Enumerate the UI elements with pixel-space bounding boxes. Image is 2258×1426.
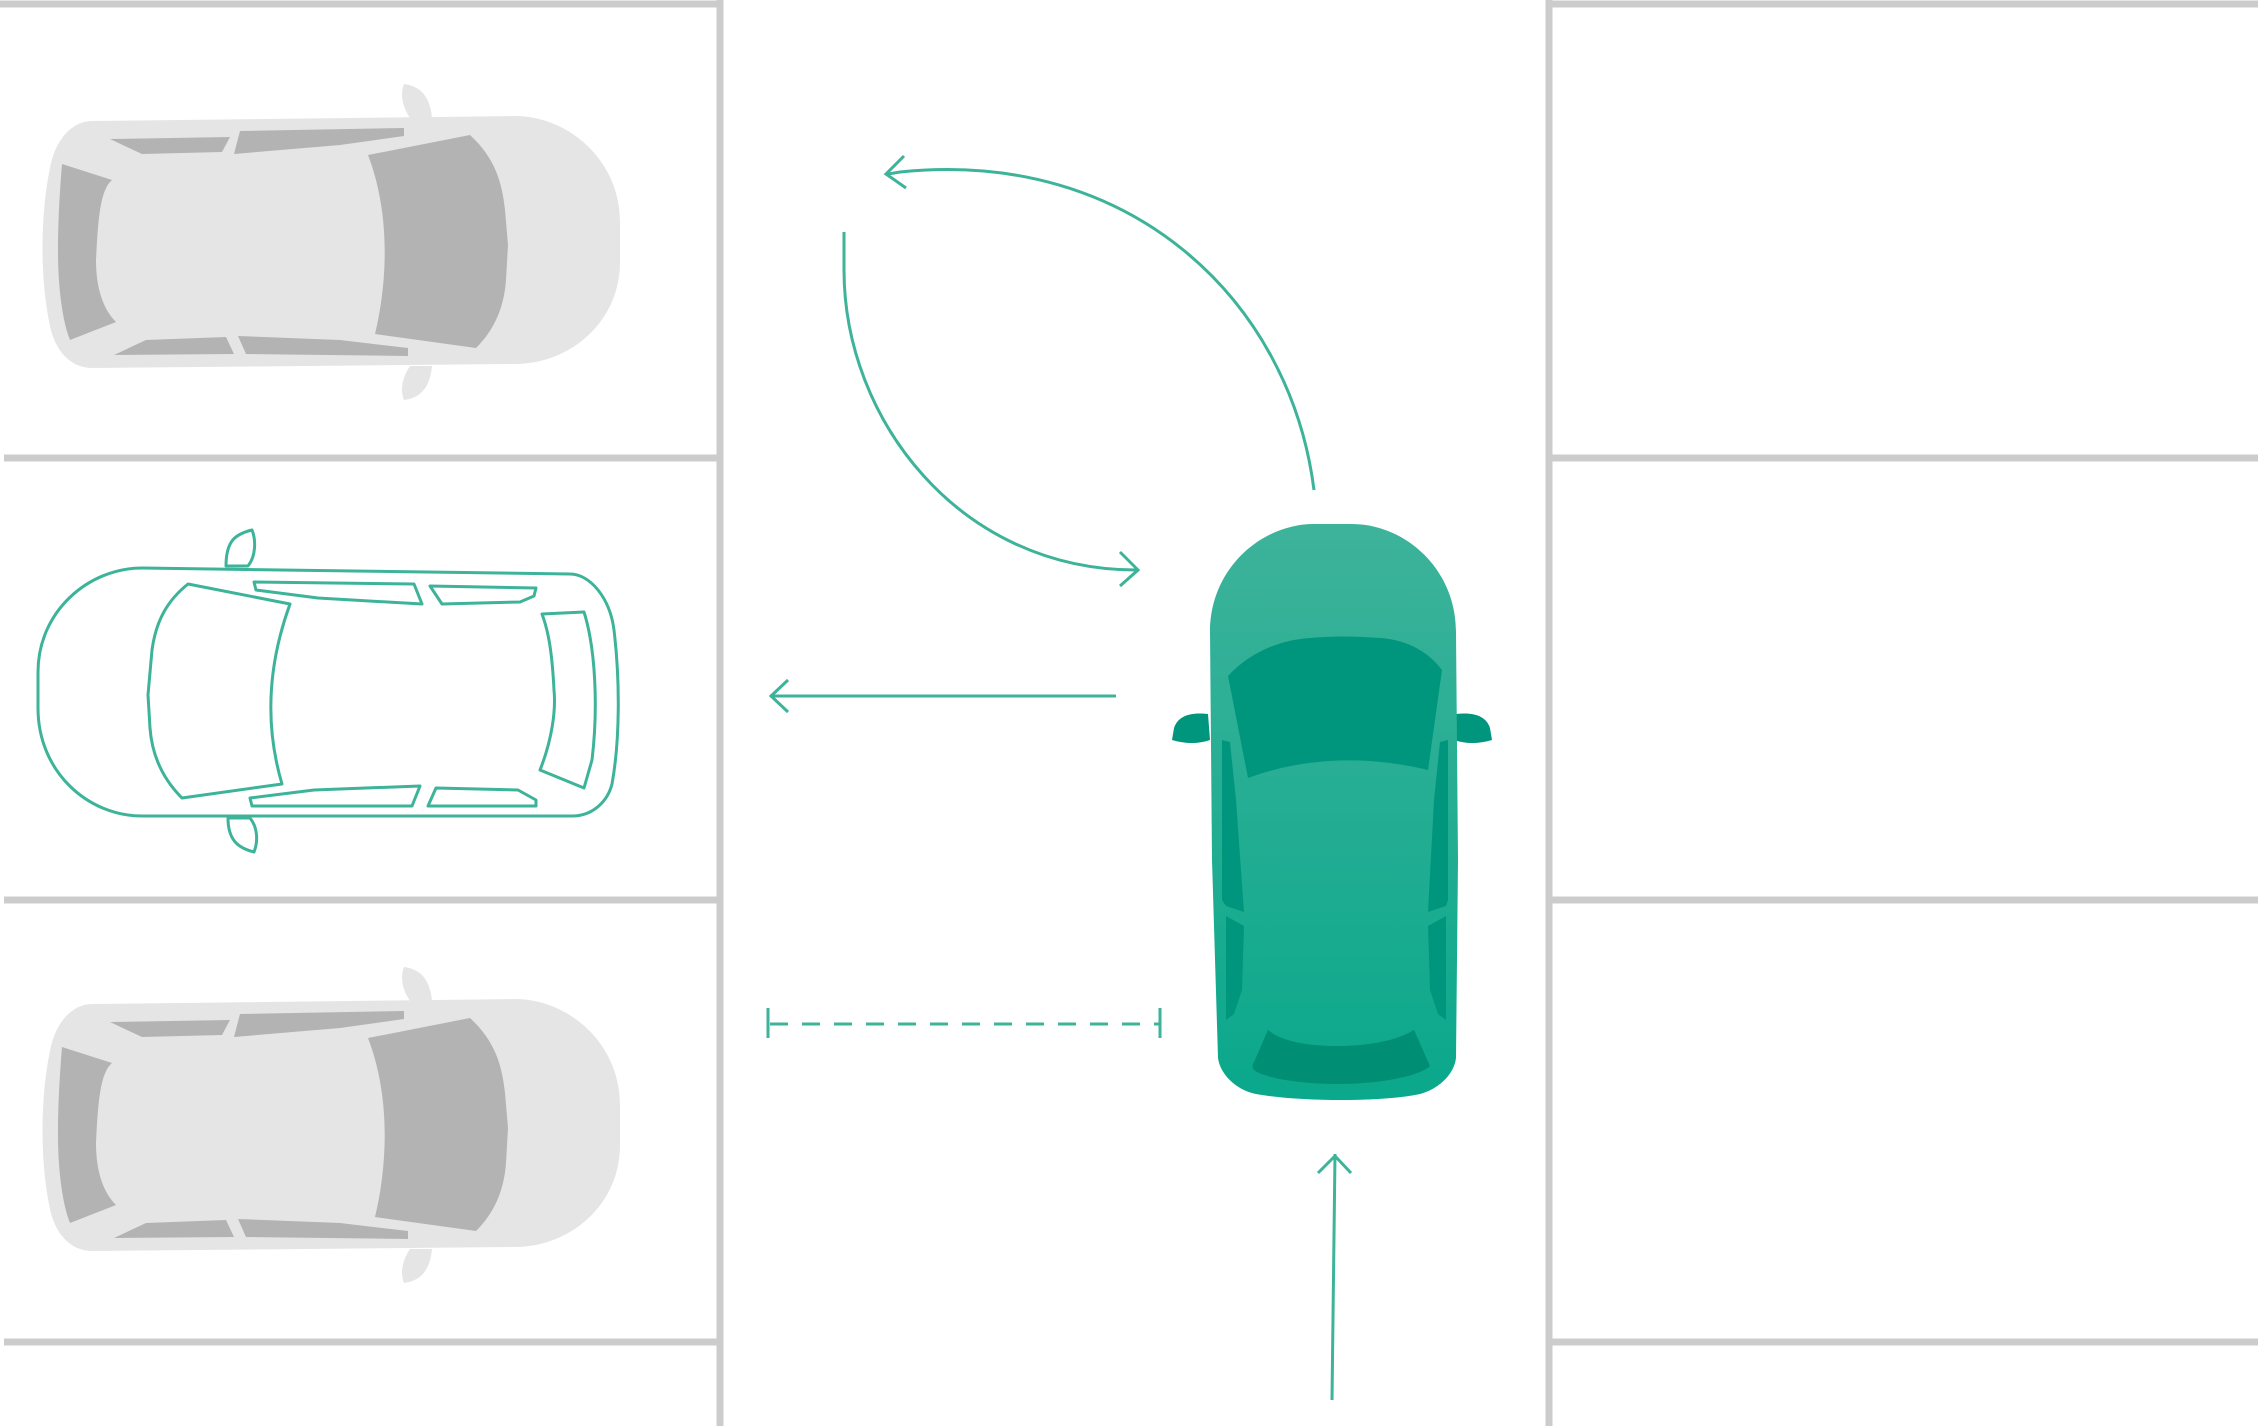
driver-car-side-window-left-rear [1226,916,1244,1020]
outline-car-side-window-top-rear [428,584,538,606]
driver-car-mirror-right [1454,713,1492,743]
parked-car-windshield [368,1018,508,1231]
outline-car-mirror-top [224,528,257,568]
outline-car-bay-2 [36,528,620,854]
driver-car-rear-window [1252,1030,1430,1084]
driver-car-mirror-left [1172,713,1210,743]
parked-car-side-window-bottom-front [238,336,408,356]
outline-car-windshield [146,582,292,800]
outline-car-mirror-bottom [226,816,259,854]
curved-arrow-up-left-icon [887,168,1316,491]
parked-car-rear-window [58,1047,116,1223]
parked-car-bay-3 [42,967,620,1283]
curved-arrow-up-left-head [883,154,907,190]
outline-car-side-window-bottom-front [248,784,422,808]
driver-car-side-window-left-front [1222,740,1244,912]
curved-arrow-down-right-icon [842,232,1137,572]
parked-car-mirror-bottom [402,1249,432,1283]
parked-car-mirror-bottom [402,366,432,400]
curved-arrow-down-right-head [1118,550,1141,588]
driver-car-body [1210,524,1458,1100]
parked-car-rear-window [58,164,116,340]
parked-car-windshield [368,135,508,348]
parked-car-side-window-bottom-rear [114,337,234,355]
parked-car-bay-1 [42,84,620,400]
outline-car-side-window-bottom-rear [426,786,538,808]
parked-car-side-window-top-front [234,1011,404,1037]
driver-car [1172,524,1492,1100]
outline-car-side-window-top-front [252,580,424,606]
parked-car-side-window-top-front [234,128,404,154]
straight-arrow-left-head [768,678,790,714]
driver-car-side-window-right-front [1428,740,1448,912]
parked-car-side-window-top-rear [110,1020,230,1037]
parked-car-mirror-top [402,84,432,118]
parked-car-side-window-top-rear [110,137,230,154]
driver-car-side-window-right-rear [1428,916,1446,1020]
straight-arrow-up-icon [1330,1153,1337,1401]
straight-arrow-up-head [1316,1153,1353,1175]
parked-car-side-window-bottom-front [238,1219,408,1239]
parked-car-body [42,116,620,368]
outline-car-rear-window [538,610,597,790]
parked-car-side-window-bottom-rear [114,1220,234,1238]
outline-car-body [36,566,620,818]
parked-car-mirror-top [402,967,432,1001]
parked-car-body [42,999,620,1251]
driver-car-windshield [1228,636,1442,778]
maneuver-arrows [766,154,1353,1401]
